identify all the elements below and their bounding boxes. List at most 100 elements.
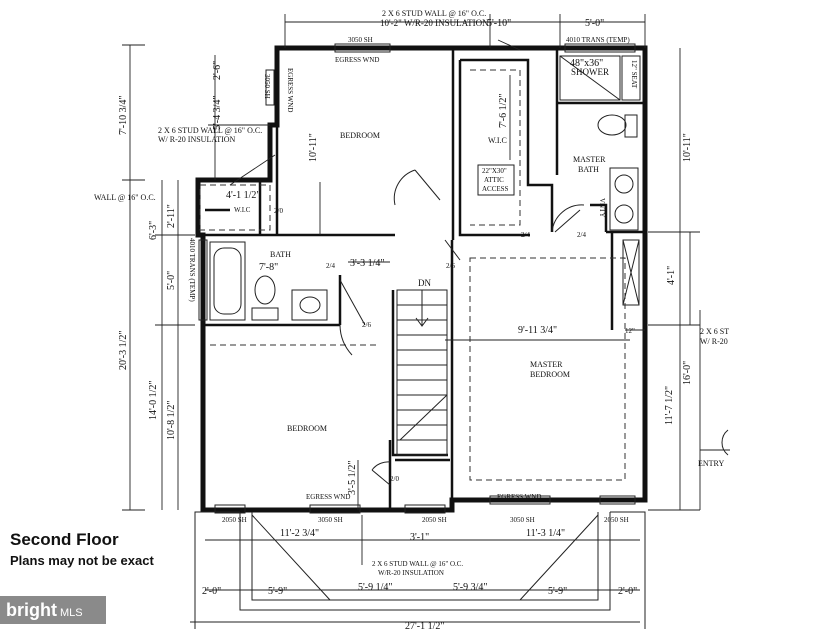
dim-closet-3-5: 3'-5 1/2" — [347, 461, 358, 496]
dim-wic-7-6: 7'-6 1/2" — [498, 94, 509, 129]
dim-right-4-1: 4'-1" — [666, 266, 677, 285]
egress-left: EGRESS WND — [286, 68, 294, 112]
attic-size: 22"X30" — [482, 167, 507, 175]
dim-top-5-0: 5'-0" — [585, 18, 604, 29]
label-bedroom-bottom: BEDROOM — [287, 424, 327, 433]
dim-left-5-0: 5'-0" — [166, 271, 177, 290]
dim-bedroom-10-11: 10'-11" — [308, 133, 319, 162]
shower-label: SHOWER — [571, 67, 609, 77]
dim-left-5-4: 5'-4 3/4" — [212, 96, 223, 131]
floor-title: Second Floor — [10, 530, 119, 549]
dim-right-16-0: 16'-0" — [682, 361, 693, 385]
room-labels: BEDROOM W.I.C MASTER BATH W.I.C BATH MAS… — [234, 131, 724, 468]
note-wall-right-2: W/ R-20 — [700, 337, 728, 346]
vanity-label: VNTY — [598, 198, 606, 217]
dim-bot-5-9-left: 5'-9" — [268, 586, 287, 597]
toilet-master — [597, 114, 627, 136]
brand-name: bright — [6, 600, 57, 620]
win-bot-2050-a: 2050 SH — [222, 516, 247, 524]
note-wall-mid-2: W/ R-20 INSULATION — [158, 135, 236, 144]
dim-wic-4-1: 4'-1 1/2" — [226, 190, 261, 201]
floor-disclaimer: Plans may not be exact — [10, 553, 154, 568]
linen-closet — [622, 239, 640, 306]
bathtub — [209, 241, 246, 321]
win-left-4010: 4010 TRANS (TEMP) — [188, 238, 196, 302]
stairs-down-label: DN — [418, 278, 431, 288]
label-bath: BATH — [270, 250, 291, 259]
door-label-7: 2/0 — [274, 207, 283, 215]
label-bedroom-top: BEDROOM — [340, 131, 380, 140]
note-wall-left: WALL @ 16" O.C. — [94, 193, 156, 202]
dashed-lines — [210, 69, 626, 481]
vanity-master — [609, 167, 639, 231]
note-wall-top: 2 X 6 STUD WALL @ 16" O.C. — [382, 9, 486, 18]
door-hall-swing — [393, 169, 441, 206]
stair-treads — [397, 304, 448, 441]
note-wall-bot-1: 2 X 6 STUD WALL @ 16" O.C. — [372, 560, 463, 568]
win-top-4010: 4010 TRANS (TEMP) — [566, 36, 630, 44]
dim-left-2-6: 2'-6" — [212, 61, 223, 80]
win-bot-3050-a: 3050 SH — [318, 516, 343, 524]
label-master-bath-2: BATH — [578, 165, 599, 174]
shower-size: 48"x36" — [570, 58, 603, 69]
door-bedroom-swing — [339, 279, 366, 356]
dim-hall-3-3: 3'-3 1/4" — [350, 258, 385, 269]
win-left-3050: 3050 SH — [263, 74, 271, 99]
note-wall-mid-1: 2 X 6 STUD WALL @ 16" O.C. — [158, 126, 262, 135]
shower — [559, 55, 621, 101]
dim-bot-2-0-right: 2'-0" — [618, 586, 637, 597]
dim-left-2-11: 2'-11" — [166, 204, 177, 228]
win-bot-2050-c: 2050 SH — [604, 516, 629, 524]
dim-bath-7-8: 7'-8" — [259, 262, 278, 273]
door-label-5: 2/4 — [577, 231, 586, 239]
dim-left-14-0: 14'-0 1/2" — [148, 381, 159, 421]
entry-door-arc — [721, 429, 729, 456]
door-label-4: 2/4 — [521, 231, 530, 239]
interior-walls — [203, 50, 645, 510]
note-wall-right-1: 2 X 6 ST — [700, 327, 729, 336]
dim-mb-9-11: 9'-11 3/4" — [518, 325, 557, 336]
dim-right-10-11: 10'-11" — [682, 133, 693, 162]
label-entry: ENTRY — [698, 459, 724, 468]
toilet-bath — [254, 275, 276, 305]
note-wall-bot-2: W/R-20 INSULATION — [378, 569, 444, 577]
dim-left-20-3: 20'-3 1/2" — [118, 331, 129, 371]
door-closet-swing — [371, 461, 391, 486]
dim-bot-27: 27'-1 1/2" — [405, 621, 445, 629]
label-wic-center: W.I.C — [488, 136, 507, 145]
egress-bottom-left: EGRESS WND — [306, 493, 350, 501]
egress-top: EGRESS WND — [335, 56, 379, 64]
door-labels: 2/4 2/6 2/6 2/4 2/4 2/0 2/0 12" — [274, 207, 635, 483]
label-master-bedroom-1: MASTER — [530, 360, 563, 369]
dimension-lines — [122, 14, 701, 623]
label-master-bath-1: MASTER — [573, 155, 606, 164]
win-bot-3050-b: 3050 SH — [510, 516, 535, 524]
dim-top-5-10: 5'-10" — [487, 18, 511, 29]
door-label-1: 2/4 — [326, 262, 335, 270]
note-ins-top: 10'-2" W/R-20 INSULATION — [380, 18, 489, 28]
attic-label: ATTIC — [484, 176, 504, 184]
door-label-6: 2/0 — [390, 475, 399, 483]
dim-bot-2-0-left: 2'-0" — [202, 586, 221, 597]
dim-left-6-3: 6'-3" — [148, 221, 159, 240]
brand-suffix: MLS — [60, 607, 83, 619]
door-bath-swing — [551, 204, 585, 233]
door-master-swing — [444, 239, 461, 261]
egress-bottom-right: EGRESS WND — [497, 493, 541, 501]
door-label-3: 2/6 — [362, 321, 371, 329]
stairs: DN — [396, 278, 448, 456]
attic-access-label: ACCESS — [482, 185, 509, 193]
shower-seat — [621, 55, 641, 101]
construction-notes: 2 X 6 STUD WALL @ 16" O.C. 10'-2" W/R-20… — [94, 9, 729, 577]
dim-left-7-10: 7'-10 3/4" — [118, 96, 129, 136]
win-top-3050: 3050 SH — [348, 36, 373, 44]
roof-overhang — [194, 511, 646, 629]
dim-mb-11-7: 11'-7 1/2" — [664, 386, 675, 425]
window-labels: 3050 SH 4010 TRANS (TEMP) 3050 SH 4010 T… — [188, 36, 630, 524]
dim-bot-11-3: 11'-3 1/4" — [526, 528, 565, 539]
sink-bath — [291, 289, 328, 321]
door-label-8: 12" — [625, 327, 635, 335]
dim-left-10-8: 10'-8 1/2" — [166, 401, 177, 441]
